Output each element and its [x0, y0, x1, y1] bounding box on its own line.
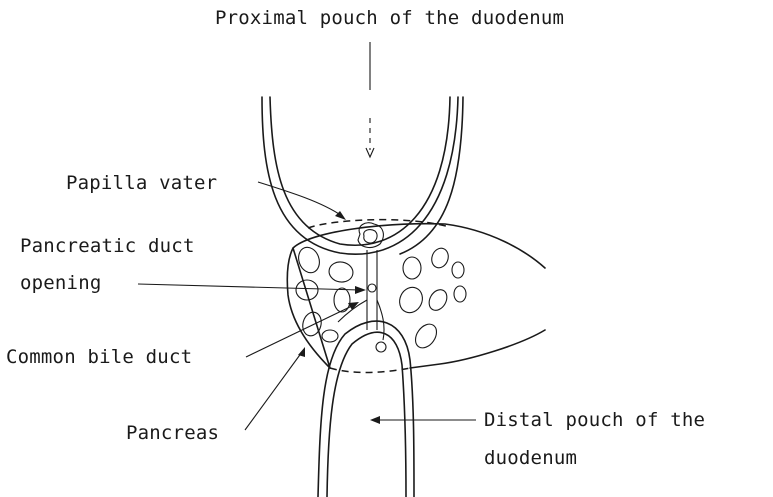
pancreas-leader [245, 347, 305, 430]
proximal-pouch-walls [262, 97, 463, 254]
distal-pouch-label-line1: Distal pouch of the [484, 409, 705, 431]
distal-pouch-walls [318, 321, 414, 497]
common-bile-duct-leader [246, 302, 359, 357]
common-bile-duct-label: Common bile duct [6, 346, 192, 368]
papilla-vater-label: Papilla vater [66, 172, 217, 194]
proximal-leader [366, 42, 374, 157]
papilla-vater-leader [258, 182, 346, 220]
pancreatic-duct-leader [138, 284, 366, 294]
distal-pouch-leader [370, 416, 476, 424]
pancreatic-duct-label-line2: opening [20, 272, 101, 294]
distal-dashed-line [330, 368, 410, 373]
proximal-pouch-label: Proximal pouch of the duodenum [215, 7, 564, 29]
pancreas-label: Pancreas [126, 422, 219, 444]
pancreatic-duct-label-line1: Pancreatic duct [20, 235, 195, 257]
distal-pouch-label-line2: duodenum [484, 447, 577, 469]
